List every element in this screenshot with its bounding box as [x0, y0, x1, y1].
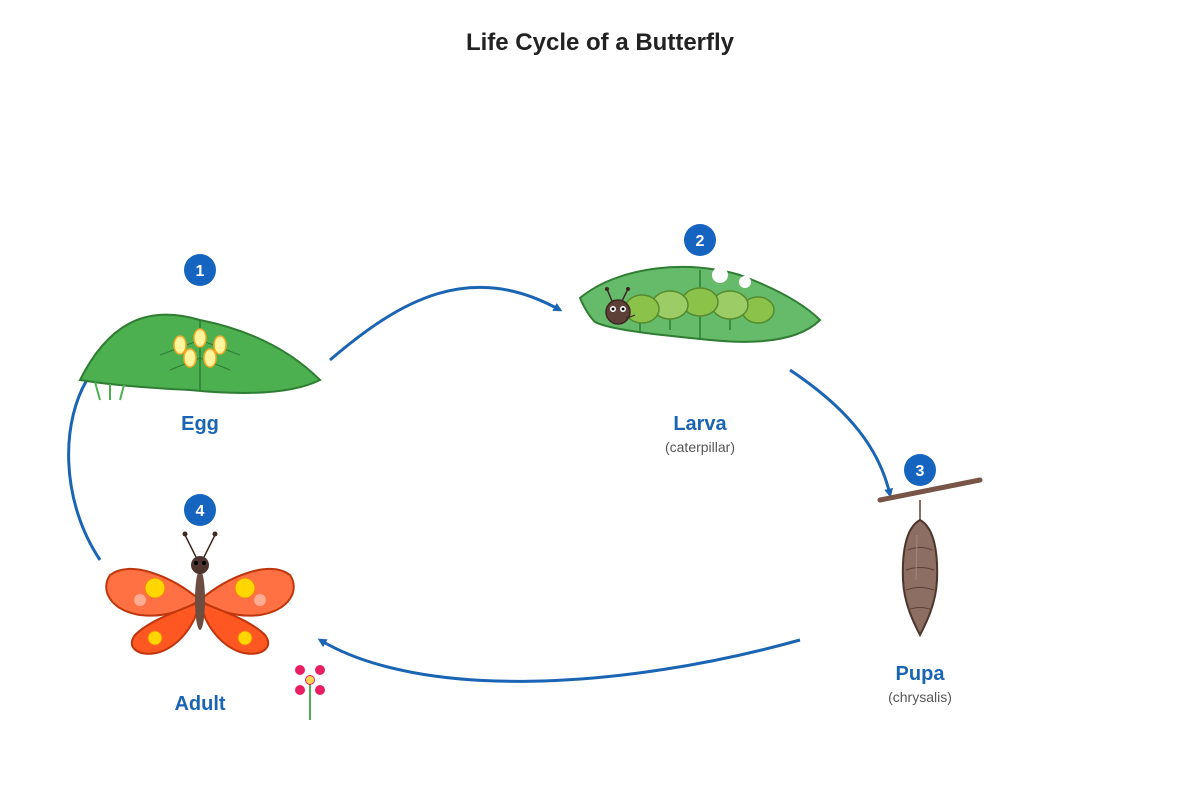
leaf-with-eggs-icon	[78, 313, 322, 401]
stage-adult: 4 Adult	[105, 494, 325, 720]
diagram-title: Life Cycle of a Butterfly	[466, 29, 735, 56]
arrow-larva-to-pupa	[789, 368, 894, 498]
arrow-egg-to-larva	[329, 285, 563, 362]
arrow-pupa-to-adult	[317, 638, 801, 683]
stage-number: 2	[696, 233, 705, 250]
caterpillar-icon	[578, 265, 822, 343]
stage-number-badge: 4	[184, 494, 216, 526]
chrysalis-icon	[877, 477, 983, 638]
stage-label: Larva	[673, 413, 727, 435]
stage-number-badge: 2	[684, 224, 716, 256]
stage-label: Adult	[174, 693, 225, 715]
stage-label: Pupa	[896, 663, 946, 685]
stage-sublabel: (chrysalis)	[888, 689, 952, 705]
cycle-arrows	[67, 285, 894, 683]
stage-number-badge: 3	[904, 454, 936, 486]
stage-number: 4	[196, 503, 205, 520]
butterfly-icon	[105, 531, 295, 655]
stage-larva: 2 Larva (caterpillar)	[578, 224, 822, 455]
stage-label: Egg	[181, 413, 219, 435]
stage-number: 3	[916, 463, 925, 480]
stage-number-badge: 1	[184, 254, 216, 286]
flower-icon	[295, 665, 325, 720]
stage-number: 1	[196, 263, 205, 280]
stage-sublabel: (caterpillar)	[665, 439, 735, 455]
stage-pupa: 3 Pupa (chrysalis)	[877, 454, 983, 705]
stage-egg: 1 Egg	[78, 254, 322, 435]
arrow-adult-to-egg	[67, 372, 102, 561]
